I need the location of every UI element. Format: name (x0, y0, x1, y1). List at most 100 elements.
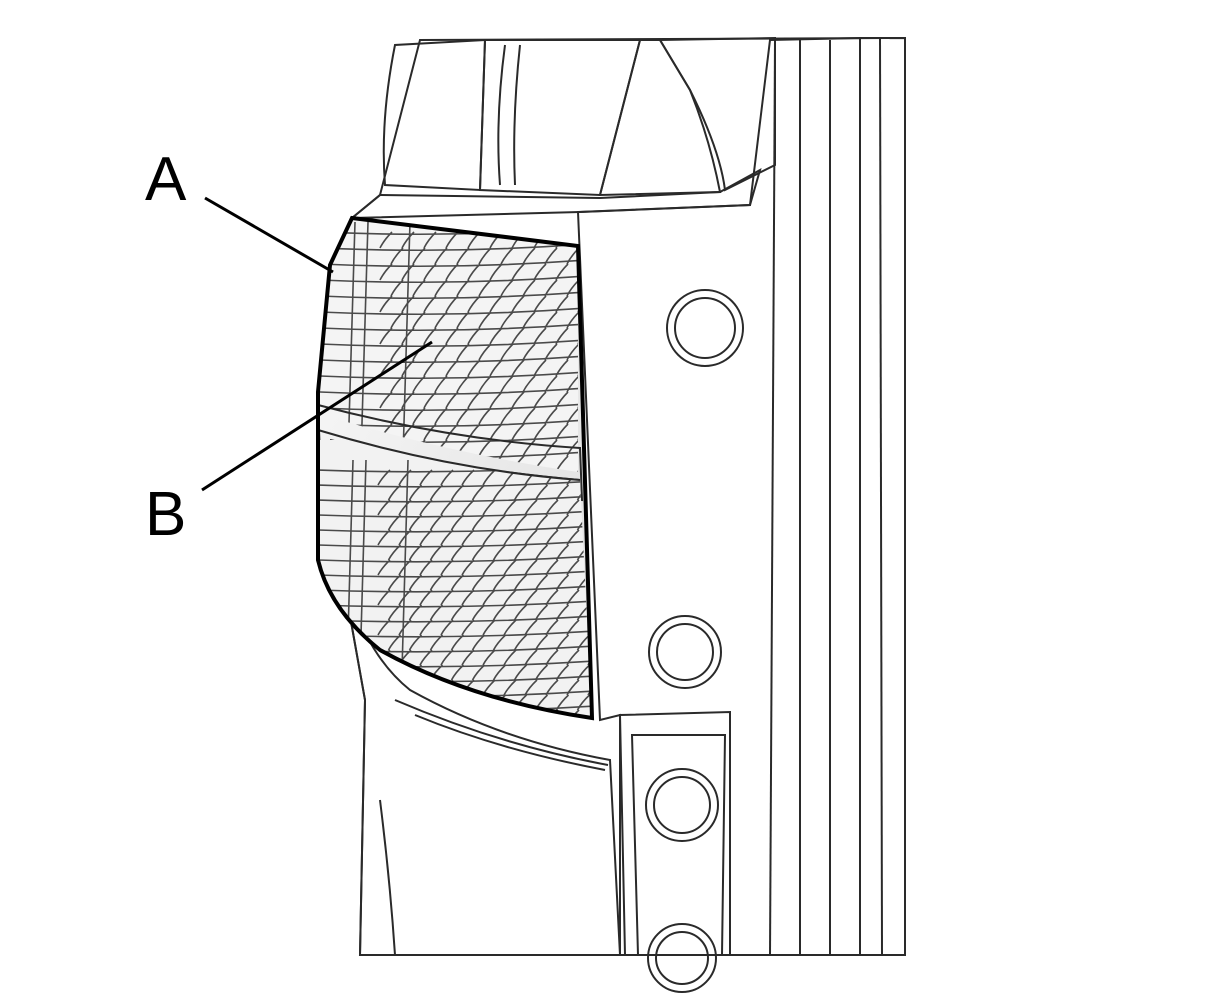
lens-cell (445, 391, 459, 409)
lens-cell (482, 469, 496, 486)
lens-cell (503, 679, 517, 696)
lens-cell (522, 247, 536, 265)
lens-cell (492, 544, 507, 561)
lens-cell (503, 709, 517, 718)
lens-cell (390, 311, 404, 329)
lens-cell (524, 679, 538, 696)
lens-cell (419, 529, 433, 546)
lens-cell (511, 423, 525, 441)
lens-cell (471, 484, 486, 501)
lens-cell (423, 263, 437, 281)
lens-cell (566, 311, 578, 329)
lens-cell (511, 359, 525, 377)
lens-cell (513, 514, 528, 531)
lens-cell (377, 589, 391, 606)
lens-cell (489, 263, 503, 281)
lens-cell (522, 279, 536, 297)
lens-cell (445, 231, 459, 249)
lens-cell (566, 343, 578, 361)
lens-cell (513, 484, 528, 501)
lens-cell (524, 709, 538, 718)
lens-cell (492, 484, 507, 501)
lens-cell (524, 589, 538, 606)
lens-cell (401, 263, 415, 281)
lens-cell (471, 664, 486, 681)
lens-cell (450, 664, 465, 681)
lens-cell (379, 231, 393, 249)
lens-cell (456, 343, 470, 361)
lens-cell (471, 604, 486, 621)
round-bolt-icon (648, 615, 722, 689)
lens-cell (467, 295, 481, 313)
lens-cell (456, 375, 470, 393)
lens-cell (377, 529, 391, 546)
lens-cell (450, 604, 465, 621)
lens-cell (445, 327, 459, 345)
lower-lens (318, 440, 592, 718)
lens-cell (390, 247, 404, 265)
lens-cell (467, 263, 481, 281)
lens-cell (412, 279, 426, 297)
lens-cell (377, 499, 391, 516)
lens-cell (429, 484, 444, 501)
callout-b: B (145, 340, 433, 549)
lens-cell (566, 407, 578, 425)
lens-cell (522, 343, 536, 361)
lens-cell (576, 694, 591, 711)
lens-cell (440, 559, 454, 576)
lens-cell (461, 529, 475, 546)
lens-cell (456, 311, 470, 329)
callout-a-label: A (145, 145, 187, 214)
round-bolt-icon (645, 768, 719, 842)
lens-cell (390, 279, 404, 297)
lens-cell (387, 664, 402, 681)
lens-cell (587, 679, 592, 696)
lens-cell (566, 649, 580, 666)
lens-cell (492, 574, 507, 591)
lens-cell (500, 279, 514, 297)
lens-cell (434, 247, 448, 265)
lens-rib (319, 291, 578, 300)
lens-cell (434, 279, 448, 297)
lens-cell (524, 559, 538, 576)
lens-cell (503, 499, 517, 516)
lens-cell (566, 559, 580, 576)
lens-cell (503, 619, 517, 636)
lens-cell (511, 327, 525, 345)
lens-cell (377, 469, 391, 486)
lens-cell (429, 514, 444, 531)
lens-rib (318, 600, 592, 608)
lens-cell (379, 263, 393, 281)
lens-cell (478, 439, 492, 457)
lens-cell (467, 327, 481, 345)
lens-cell (482, 649, 496, 666)
lens-cell (419, 559, 433, 576)
lens-cell (522, 311, 536, 329)
lens-cell (377, 709, 391, 718)
lens-cell (503, 649, 517, 666)
lens-cell (429, 544, 444, 561)
lens-rib (318, 540, 592, 548)
lens-cell (440, 529, 454, 546)
lens-cell (423, 231, 437, 249)
lens-cell (478, 343, 492, 361)
lens-cell (489, 391, 503, 409)
lens-cell (419, 679, 433, 696)
lens-cell (450, 514, 465, 531)
lens-cell (566, 375, 578, 393)
lens-cell (445, 423, 459, 441)
lens-cell (398, 709, 412, 718)
lens-cell (492, 664, 507, 681)
fasteners (645, 289, 744, 993)
lens-cell (450, 634, 465, 651)
lens-cell (492, 604, 507, 621)
lens-cell (419, 499, 433, 516)
lens-cell (408, 574, 423, 591)
lens-cell (522, 375, 536, 393)
lens-cell (440, 469, 454, 486)
lens-cell (471, 574, 486, 591)
lens-cell (445, 263, 459, 281)
lens-rib (319, 339, 578, 348)
lens-cell (513, 664, 528, 681)
lens-rib (318, 585, 592, 593)
